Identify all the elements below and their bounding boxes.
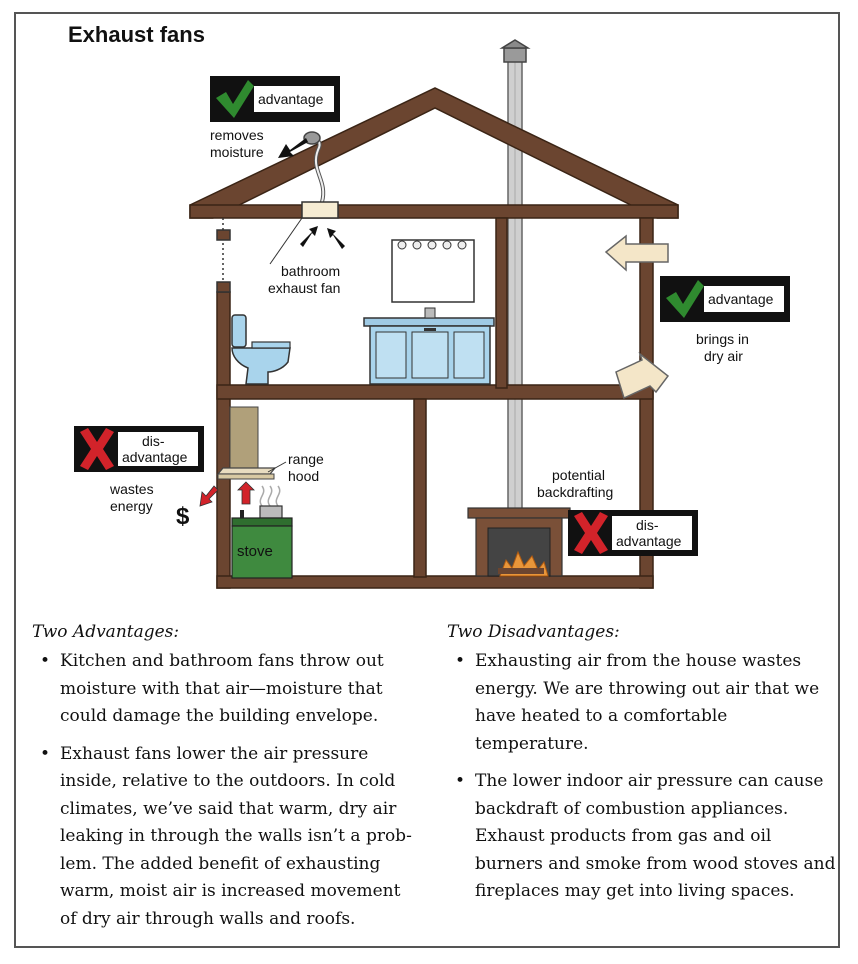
advantage-badge-top: advantage bbox=[210, 76, 340, 122]
check-icon bbox=[216, 80, 254, 118]
fan-intake-arrow-left bbox=[300, 226, 318, 247]
steam bbox=[259, 485, 281, 507]
disadvantages-heading: Two Disadvantages: bbox=[447, 622, 620, 642]
moisture-out-arrow bbox=[278, 138, 308, 158]
disadvantage-badge-right: dis- advantage bbox=[568, 510, 698, 556]
label-potential: potential bbox=[552, 467, 605, 483]
label-wastes: wastes bbox=[109, 481, 154, 497]
figure-title: Exhaust fans bbox=[68, 22, 205, 47]
label-hood: hood bbox=[288, 468, 319, 484]
advantages-list: Kitchen and bathroom fans throw out mois… bbox=[32, 648, 416, 933]
advantages-heading: Two Advantages: bbox=[32, 622, 180, 642]
label-range: range bbox=[288, 451, 324, 467]
toilet bbox=[231, 314, 291, 385]
advantages-section: Two Advantages: Kitchen and bathroom fan… bbox=[32, 622, 416, 943]
dry-air-arrow-lower bbox=[615, 351, 670, 400]
advantage-badge-right: advantage bbox=[660, 276, 790, 322]
bathroom-exhaust-fan bbox=[301, 131, 339, 219]
advantage-text-right: advantage bbox=[708, 291, 774, 307]
fan-leader-line bbox=[269, 217, 303, 265]
house-diagram: advantage advantage dis- advantage dis- … bbox=[74, 39, 790, 589]
disadvantage-item: Exhausting air from the house wastes ene… bbox=[447, 648, 839, 758]
label-exhaust-fan: exhaust fan bbox=[268, 280, 340, 296]
fan-intake-arrow-right bbox=[327, 228, 345, 249]
dollar-icon: $ bbox=[176, 503, 190, 530]
disadvantage-text-left-2: advantage bbox=[122, 449, 188, 465]
cooking-pot bbox=[259, 505, 283, 519]
advantage-item: Kitchen and bathroom fans throw out mois… bbox=[32, 648, 416, 731]
disadvantages-section: Two Disadvantages: Exhausting air from t… bbox=[447, 622, 839, 916]
x-icon bbox=[574, 512, 608, 554]
dry-air-arrow-upper bbox=[604, 234, 669, 272]
advantage-text-top: advantage bbox=[258, 91, 324, 107]
left-wall-cutaway bbox=[216, 218, 231, 293]
label-backdrafting: backdrafting bbox=[537, 484, 613, 500]
label-brings-in: brings in bbox=[696, 331, 749, 347]
bathroom-mirror bbox=[391, 239, 475, 303]
label-dry-air: dry air bbox=[704, 348, 743, 364]
bathroom-vanity bbox=[363, 307, 495, 385]
disadvantage-text-left-1: dis- bbox=[142, 433, 165, 449]
disadvantage-text-right-2: advantage bbox=[616, 533, 682, 549]
range-hood bbox=[216, 406, 277, 480]
check-icon bbox=[666, 280, 704, 318]
hood-intake-arrow bbox=[237, 481, 255, 505]
label-energy: energy bbox=[110, 498, 153, 514]
label-stove: stove bbox=[237, 543, 273, 560]
disadvantage-badge-left: dis- advantage bbox=[74, 426, 204, 472]
label-moisture: moisture bbox=[210, 144, 264, 160]
x-icon bbox=[80, 428, 114, 470]
advantage-item: Exhaust fans lower the air pressure insi… bbox=[32, 741, 416, 934]
disadvantages-list: Exhausting air from the house wastes ene… bbox=[447, 648, 839, 906]
label-removes: removes bbox=[210, 127, 264, 143]
label-bathroom: bathroom bbox=[281, 263, 340, 279]
hood-exhaust-arrow bbox=[199, 485, 219, 507]
wood-stove-fireplace bbox=[467, 507, 571, 577]
stove bbox=[231, 510, 293, 579]
disadvantage-text-right-1: dis- bbox=[636, 517, 659, 533]
disadvantage-item: The lower indoor air pressure can cause … bbox=[447, 768, 839, 906]
range-hood-leader bbox=[267, 461, 287, 473]
